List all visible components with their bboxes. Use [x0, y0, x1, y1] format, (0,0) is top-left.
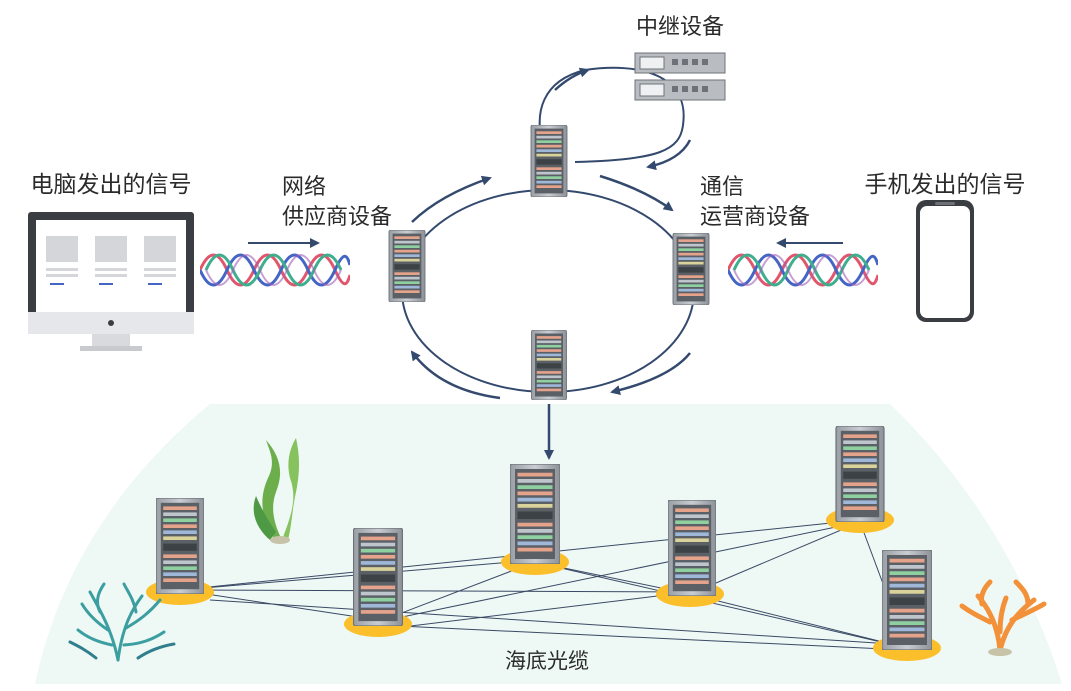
server-icon — [530, 125, 568, 197]
flow-arrow-bottom-right — [610, 352, 691, 395]
computer-icon — [28, 212, 194, 351]
seabed-node — [656, 500, 724, 607]
seabed-node — [344, 528, 412, 637]
seabed-node — [873, 550, 941, 661]
server-icon — [531, 330, 567, 400]
server-icon — [668, 500, 716, 596]
relay-arrow-down — [646, 139, 692, 171]
phone-wave-signal-icon — [728, 253, 878, 287]
relay-loop — [538, 66, 685, 163]
coral-icon — [959, 579, 1047, 653]
coral-base — [988, 648, 1012, 656]
carrier-label-line2: 运营商设备 — [700, 205, 810, 230]
server-icon — [388, 230, 426, 302]
server-icon — [510, 464, 560, 564]
flow-arrow-bottom-left — [410, 350, 501, 400]
server-icon — [672, 233, 710, 305]
carrier-label-line1: 通信 — [700, 175, 744, 200]
server-icon — [156, 498, 204, 594]
server-icon — [882, 550, 932, 650]
router-icon — [634, 52, 726, 101]
seabed-node — [146, 498, 214, 605]
phone-signal-label: 手机发出的信号 — [865, 172, 1026, 198]
flow-arrow-top-right — [599, 174, 674, 212]
flow-arrow-top-left — [411, 175, 492, 223]
seabed-node — [501, 464, 569, 575]
isp-label-line2: 供应商设备 — [282, 205, 392, 230]
server-icon — [835, 426, 885, 522]
cable-label: 海底光缆 — [505, 649, 589, 673]
isp-label-line1: 网络 — [282, 175, 326, 200]
relay-label: 中继设备 — [636, 15, 724, 40]
pc-signal-label: 电脑发出的信号 — [31, 172, 192, 198]
seabed-node — [826, 426, 894, 533]
pc-wave-signal-icon — [200, 253, 350, 287]
relay-arrow-up — [554, 67, 590, 91]
phone-icon — [916, 200, 974, 322]
server-icon — [353, 528, 403, 626]
coral-icon — [68, 582, 176, 662]
seaweed-icon — [253, 438, 299, 544]
